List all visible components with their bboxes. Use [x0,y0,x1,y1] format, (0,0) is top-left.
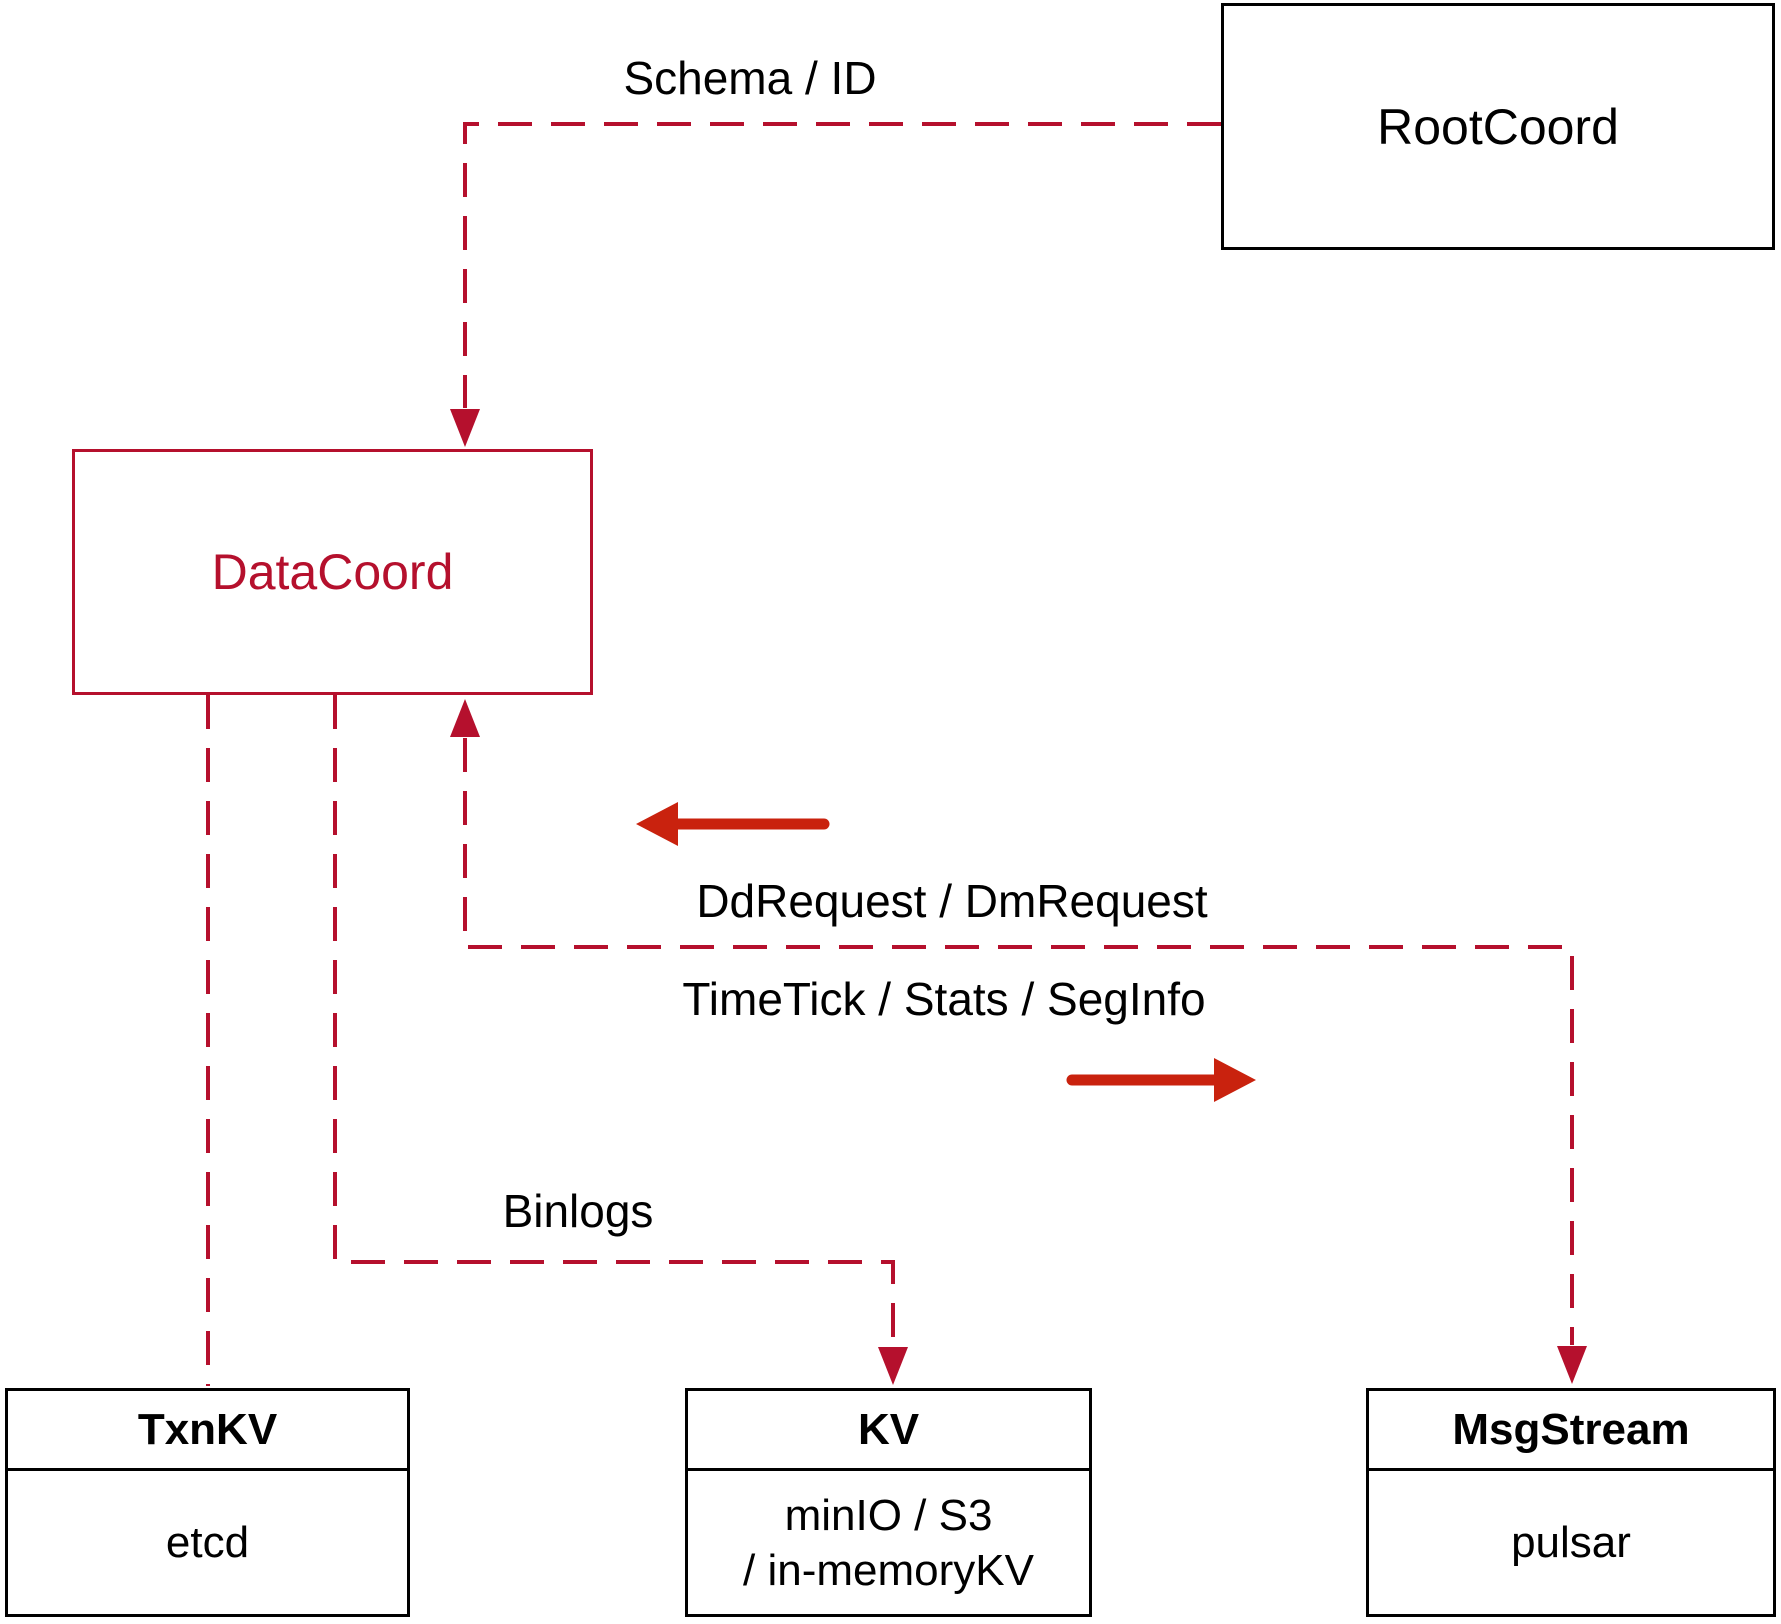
arrowhead-into-datacoord-top [450,409,480,447]
txnkv-body: etcd [8,1471,407,1614]
txnkv-body-text: etcd [165,1518,250,1567]
edge-rootcoord-to-datacoord [463,122,1221,408]
kv-header: KV [688,1391,1089,1471]
arrowhead-into-datacoord-bottom [450,699,480,737]
rootcoord-label: RootCoord [1377,98,1619,155]
edge-label-binlogs: Binlogs [502,1185,654,1237]
edge-datacoord-to-kv [333,695,895,1345]
node-msgstream: MsgStream pulsar [1366,1388,1776,1617]
msgstream-body: pulsar [1369,1471,1773,1614]
node-txnkv: TxnKV etcd [5,1388,410,1617]
arrowhead-into-kv-top [878,1347,908,1385]
node-rootcoord: RootCoord [1221,3,1775,250]
datacoord-label: DataCoord [211,544,454,600]
msgstream-header: MsgStream [1369,1391,1773,1471]
node-kv: KV minIO / S3 / in-memoryKV [685,1388,1092,1617]
node-datacoord: DataCoord [72,449,593,695]
kv-body: minIO / S3 / in-memoryKV [688,1471,1089,1614]
edge-label-time-tick: TimeTick / Stats / SegInfo [682,973,1206,1025]
left-direction-arrow-head [636,802,678,846]
msgstream-body-text: pulsar [1511,1518,1631,1567]
edge-label-dd-request: DdRequest / DmRequest [696,875,1208,927]
arrowhead-into-msgstream-top [1557,1346,1587,1384]
edge-datacoord-to-msgstream [463,738,1574,1345]
edge-label-schema-id: Schema / ID [623,52,877,104]
kv-body-line2: / in-memoryKV [743,1545,1034,1595]
right-direction-arrow-head [1214,1058,1256,1102]
kv-body-line1: minIO / S3 [784,1490,993,1540]
txnkv-header: TxnKV [8,1391,407,1471]
